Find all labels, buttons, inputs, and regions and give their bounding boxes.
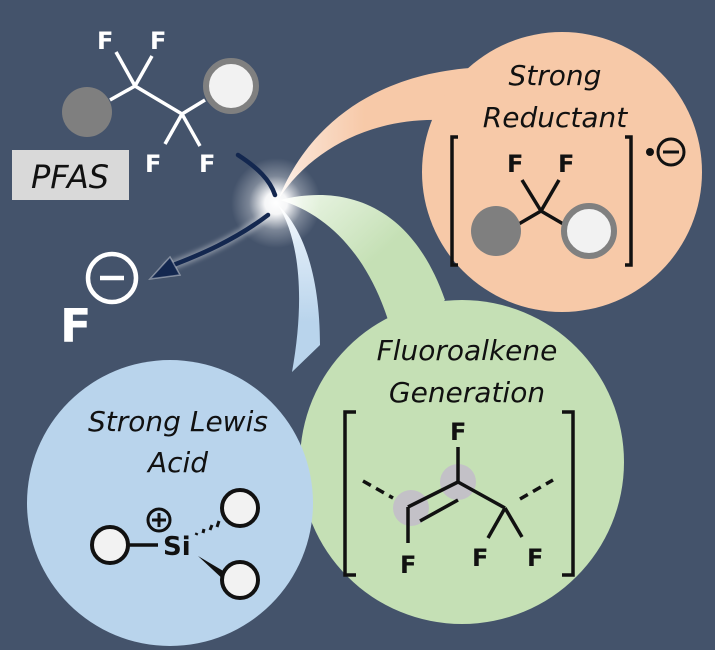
alkene-molecule <box>362 447 554 543</box>
alkene-highlight-left <box>393 490 429 526</box>
alkene-bracket-right <box>562 410 575 577</box>
pfas-atom-f: F <box>97 27 113 55</box>
radical-dot-icon <box>646 148 654 156</box>
pfas-label-box <box>12 150 129 200</box>
radical-anion-icon <box>656 137 686 167</box>
pfas-molecule <box>109 51 206 147</box>
minus-circle-icon <box>85 251 139 305</box>
alkene-atom-f: F <box>450 418 466 446</box>
reductant-light-atom <box>561 203 617 259</box>
reductant-dark-atom <box>471 206 521 256</box>
reductant-bracket-right <box>625 135 633 267</box>
pfas-dark-atom <box>62 87 112 137</box>
pfas-label: PFAS <box>31 158 109 196</box>
reductant-molecule <box>516 179 566 227</box>
lewis-title-line1: Strong Lewis <box>88 405 268 438</box>
alkene-bubble <box>280 195 624 624</box>
alkene-bubble-circle <box>300 300 624 624</box>
alkene-bubble-tail <box>280 195 445 345</box>
reductant-atom-f: F <box>507 150 523 178</box>
alkene-atom-f: F <box>527 544 543 572</box>
alkene-title-line2: Generation <box>389 376 545 409</box>
pfas-atom-f: F <box>150 27 166 55</box>
silicon-atom: Si <box>163 532 191 562</box>
incoming-bond-line <box>235 152 278 198</box>
fluoride-release-arrow <box>148 211 271 281</box>
reductant-bubble <box>278 32 702 312</box>
alkene-title-line1: Fluoroalkene <box>377 334 558 367</box>
pfas-light-atom <box>203 58 259 114</box>
alkene-atom-f: F <box>472 544 488 572</box>
lewis-substituent-left <box>90 525 130 565</box>
lewis-title-line2: Acid <box>146 446 208 479</box>
reductant-bracket-left <box>450 135 458 267</box>
lewis-substituent-top <box>220 488 260 528</box>
lewis-bubble-circle <box>27 360 313 646</box>
lewis-bubble-tail <box>278 205 320 372</box>
lewis-substituent-bottom <box>220 560 260 600</box>
alkene-atom-f: F <box>400 551 416 579</box>
arrow-head-icon <box>148 255 182 281</box>
reductant-bubble-tail <box>278 68 470 200</box>
fluoride-symbol: F <box>60 299 91 353</box>
alkene-bracket-left <box>343 410 356 577</box>
plus-circle-icon <box>146 507 172 533</box>
pfas-atom-f: F <box>145 150 161 178</box>
lewis-bond-hashed <box>194 520 221 536</box>
pfas-atom-f: F <box>199 150 215 178</box>
reductant-title-line1: Strong <box>509 59 602 92</box>
reductant-atom-f: F <box>558 150 574 178</box>
reductant-title-line2: Reductant <box>483 101 628 134</box>
